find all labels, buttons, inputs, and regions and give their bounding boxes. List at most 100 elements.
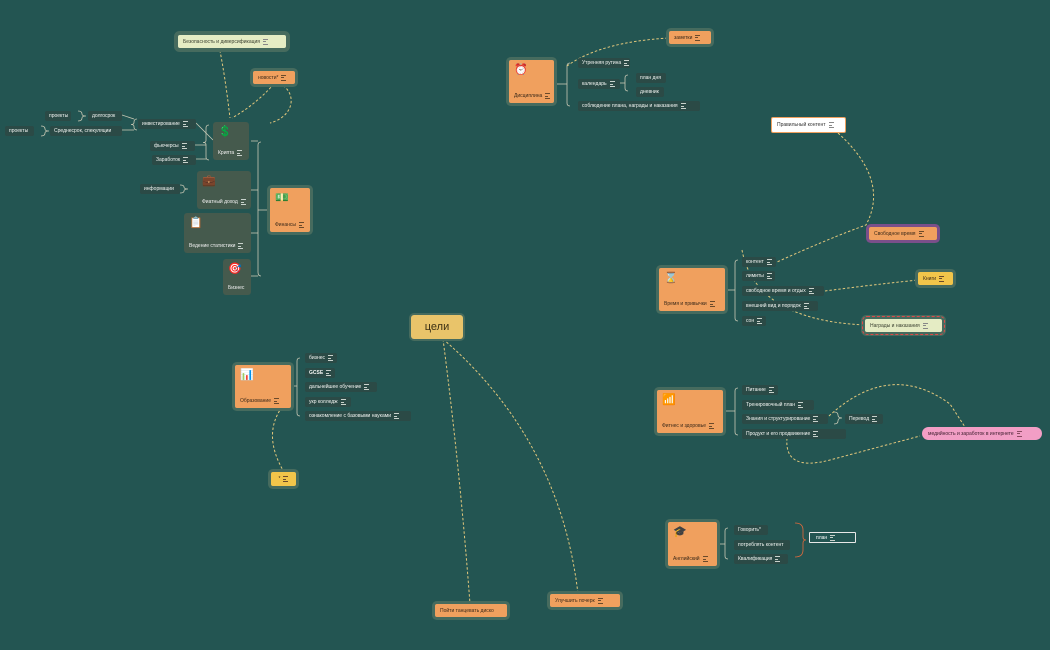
- notes-icon[interactable]: [768, 387, 774, 393]
- node-kalendar[interactable]: календарь: [578, 79, 620, 89]
- root-node[interactable]: цели: [411, 315, 463, 339]
- notes-icon[interactable]: [803, 303, 809, 309]
- notes-icon[interactable]: [240, 199, 246, 205]
- node-svobodnoe[interactable]: Свободное время: [869, 227, 937, 240]
- node-v-limity[interactable]: лимиты: [742, 271, 775, 281]
- node-invest[interactable]: инвестирование: [138, 119, 196, 129]
- notes-icon[interactable]: [283, 476, 289, 482]
- node-angl[interactable]: 🎓Английский: [668, 522, 717, 566]
- notes-icon[interactable]: [757, 318, 763, 324]
- notes-icon[interactable]: [918, 230, 924, 237]
- notes-icon[interactable]: [828, 122, 834, 128]
- notes-icon[interactable]: [326, 370, 332, 376]
- node-fyuchersy[interactable]: фьючерсы: [150, 141, 195, 151]
- node-star[interactable]: *: [271, 472, 296, 486]
- node-label: план дня: [640, 75, 661, 81]
- node-utrenyaya[interactable]: Утренняя рутина: [578, 58, 630, 68]
- node-knigi[interactable]: Книги: [918, 272, 953, 285]
- notes-icon[interactable]: [702, 556, 708, 562]
- node-vremya[interactable]: ⌛Время и привычки: [659, 268, 725, 311]
- node-v-kontent[interactable]: контент: [742, 257, 776, 267]
- node-fiat[interactable]: 💼Фиатный доход: [197, 171, 251, 209]
- node-v-son[interactable]: сон: [742, 316, 766, 326]
- notes-icon[interactable]: [262, 38, 268, 45]
- notes-icon[interactable]: [830, 534, 836, 541]
- notes-icon[interactable]: [798, 402, 804, 408]
- node-novosti[interactable]: новости*: [253, 71, 295, 84]
- notes-icon[interactable]: [340, 399, 346, 405]
- node-soblyud[interactable]: соблюдение плана, награды и наказания: [578, 101, 700, 111]
- notes-icon[interactable]: [281, 74, 287, 81]
- notes-icon[interactable]: [813, 431, 819, 437]
- notes-icon[interactable]: [872, 416, 878, 422]
- notes-icon[interactable]: [299, 222, 304, 228]
- node-zametki[interactable]: заметки: [669, 31, 711, 44]
- node-dolgosrok[interactable]: долгосрок: [88, 111, 122, 121]
- node-o-ukr[interactable]: укр колледж: [305, 397, 351, 407]
- notes-icon[interactable]: [939, 275, 945, 282]
- notes-icon[interactable]: [766, 273, 772, 279]
- node-a-govorit[interactable]: Говорить*: [734, 525, 768, 535]
- node-fitnes[interactable]: 📶Фитнес и здоровье: [657, 390, 723, 433]
- notes-icon[interactable]: [695, 34, 701, 41]
- node-f-znaniya[interactable]: Знания и структурирование: [742, 414, 828, 424]
- brace-line: [202, 124, 210, 161]
- notes-icon[interactable]: [624, 60, 630, 66]
- node-stat[interactable]: 📋Ведение статистики: [184, 213, 251, 253]
- notes-icon[interactable]: [364, 384, 370, 390]
- node-v-svob[interactable]: свободное время и отдых: [742, 286, 824, 296]
- node-pravilny[interactable]: Правильный контент: [771, 117, 846, 133]
- node-proekty2[interactable]: проекты: [5, 126, 34, 136]
- notes-icon[interactable]: [808, 288, 814, 294]
- node-biznes[interactable]: 🎯Бизнес: [223, 259, 251, 295]
- notes-icon[interactable]: [709, 301, 715, 307]
- node-informacii[interactable]: информации: [140, 184, 180, 194]
- notes-icon[interactable]: [1016, 430, 1022, 437]
- node-bezop[interactable]: Безопасность и диверсификация: [178, 35, 286, 48]
- notes-icon[interactable]: [766, 259, 772, 265]
- node-v-vnesh[interactable]: внешний вид и порядок: [742, 301, 818, 311]
- node-a-kvalif[interactable]: Квалификация: [734, 554, 788, 564]
- node-o-dalneishee[interactable]: дальнейшее обучение: [305, 382, 377, 392]
- node-o-gcse[interactable]: GCSE: [305, 368, 335, 378]
- notes-icon[interactable]: [609, 81, 615, 87]
- node-pocherk[interactable]: Улучшить почерк: [550, 594, 620, 607]
- node-disc[interactable]: ⏰Дисциплина: [509, 60, 554, 103]
- node-sredne[interactable]: Среднесрок, спекуляции: [50, 126, 122, 136]
- node-plan-dnya[interactable]: план дня: [636, 73, 666, 83]
- node-dnevnik[interactable]: дневник: [636, 87, 664, 97]
- node-obraz[interactable]: 📊Образование: [235, 365, 291, 408]
- node-kripta[interactable]: 💲Крипта: [213, 122, 249, 160]
- notes-icon[interactable]: [238, 243, 244, 249]
- notes-icon[interactable]: [328, 355, 333, 361]
- node-f-trenir[interactable]: Тренировочный план: [742, 400, 814, 410]
- notes-icon[interactable]: [922, 322, 928, 329]
- notes-icon[interactable]: [597, 597, 603, 604]
- notes-icon[interactable]: [813, 416, 819, 422]
- brace-line: [724, 527, 729, 560]
- notes-icon[interactable]: [237, 150, 243, 156]
- notes-icon[interactable]: [708, 423, 714, 429]
- node-f-perevod[interactable]: Перевод: [845, 414, 883, 424]
- notes-icon[interactable]: [775, 556, 781, 562]
- notes-icon[interactable]: [680, 103, 686, 109]
- node-a-potreb[interactable]: потреблять контент: [734, 540, 790, 550]
- notes-icon[interactable]: [394, 413, 399, 419]
- notes-icon[interactable]: [182, 121, 188, 127]
- notes-icon[interactable]: [181, 143, 187, 149]
- node-f-pitanie[interactable]: Питание: [742, 385, 778, 395]
- notes-icon[interactable]: [183, 157, 189, 163]
- node-tancy[interactable]: Пойти танцевать диско: [435, 604, 507, 617]
- node-o-oznak[interactable]: ознакомление с базовыми науками: [305, 411, 411, 421]
- notes-icon[interactable]: [274, 398, 279, 404]
- notes-icon[interactable]: [545, 93, 551, 99]
- node-nagrady[interactable]: Награды и наказания: [862, 316, 945, 335]
- node-zarabotok[interactable]: Заработок: [152, 155, 196, 165]
- node-plan[interactable]: план: [809, 532, 856, 543]
- node-proekty1[interactable]: проекты: [45, 111, 71, 121]
- node-finansy[interactable]: 💵Финансы: [270, 188, 310, 232]
- node-o-biznes[interactable]: бизнес: [305, 353, 337, 363]
- node-f-produkt[interactable]: Продукт и его продвижение: [742, 429, 846, 439]
- node-mediinost[interactable]: медийность и заработок в интернете: [922, 427, 1042, 440]
